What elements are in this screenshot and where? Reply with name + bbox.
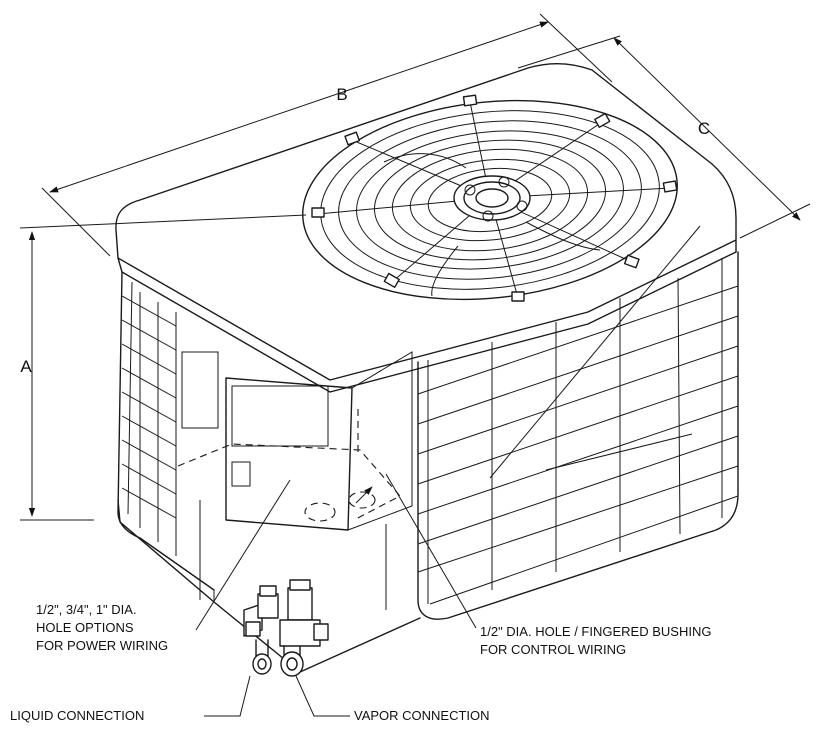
- dimension-a: A: [19, 214, 307, 521]
- svg-text:1/2" DIA. HOLE / FINGERED BUSH: 1/2" DIA. HOLE / FINGERED BUSHING: [480, 624, 711, 639]
- control-box-hidden-outline: [177, 443, 401, 521]
- control-box: [199, 351, 413, 610]
- svg-text:HOLE OPTIONS: HOLE OPTIONS: [36, 620, 134, 635]
- svg-text:1/2", 3/4", 1" DIA.: 1/2", 3/4", 1" DIA.: [36, 602, 137, 617]
- dimension-a-label: A: [20, 357, 32, 376]
- svg-text:LIQUID CONNECTION: LIQUID CONNECTION: [10, 708, 144, 723]
- service-valves: [243, 579, 329, 677]
- left-side-wall: [117, 271, 215, 591]
- left-coil-grille: [121, 292, 177, 556]
- control-wiring-knockout: [348, 491, 376, 509]
- dimension-c-label: C: [698, 119, 710, 138]
- dimension-b-label: B: [336, 85, 347, 104]
- front-coil-grille: [417, 225, 739, 620]
- power-wiring-knockout: [304, 502, 336, 522]
- liquid-connection-callout: LIQUID CONNECTION: [10, 675, 251, 723]
- control-wiring-callout: 1/2" DIA. HOLE / FINGERED BUSHING FOR CO…: [385, 473, 711, 657]
- vapor-connection-callout: VAPOR CONNECTION: [295, 675, 490, 723]
- left-access-panel: [181, 351, 219, 429]
- power-wiring-callout: 1/2", 3/4", 1" DIA. HOLE OPTIONS FOR POW…: [36, 479, 291, 653]
- svg-text:FOR CONTROL WIRING: FOR CONTROL WIRING: [480, 642, 626, 657]
- top-panel: [115, 63, 737, 381]
- dimension-c: C: [517, 35, 811, 239]
- dimension-b: B: [41, 13, 613, 257]
- svg-text:FOR POWER WIRING: FOR POWER WIRING: [36, 638, 168, 653]
- svg-text:VAPOR CONNECTION: VAPOR CONNECTION: [354, 708, 490, 723]
